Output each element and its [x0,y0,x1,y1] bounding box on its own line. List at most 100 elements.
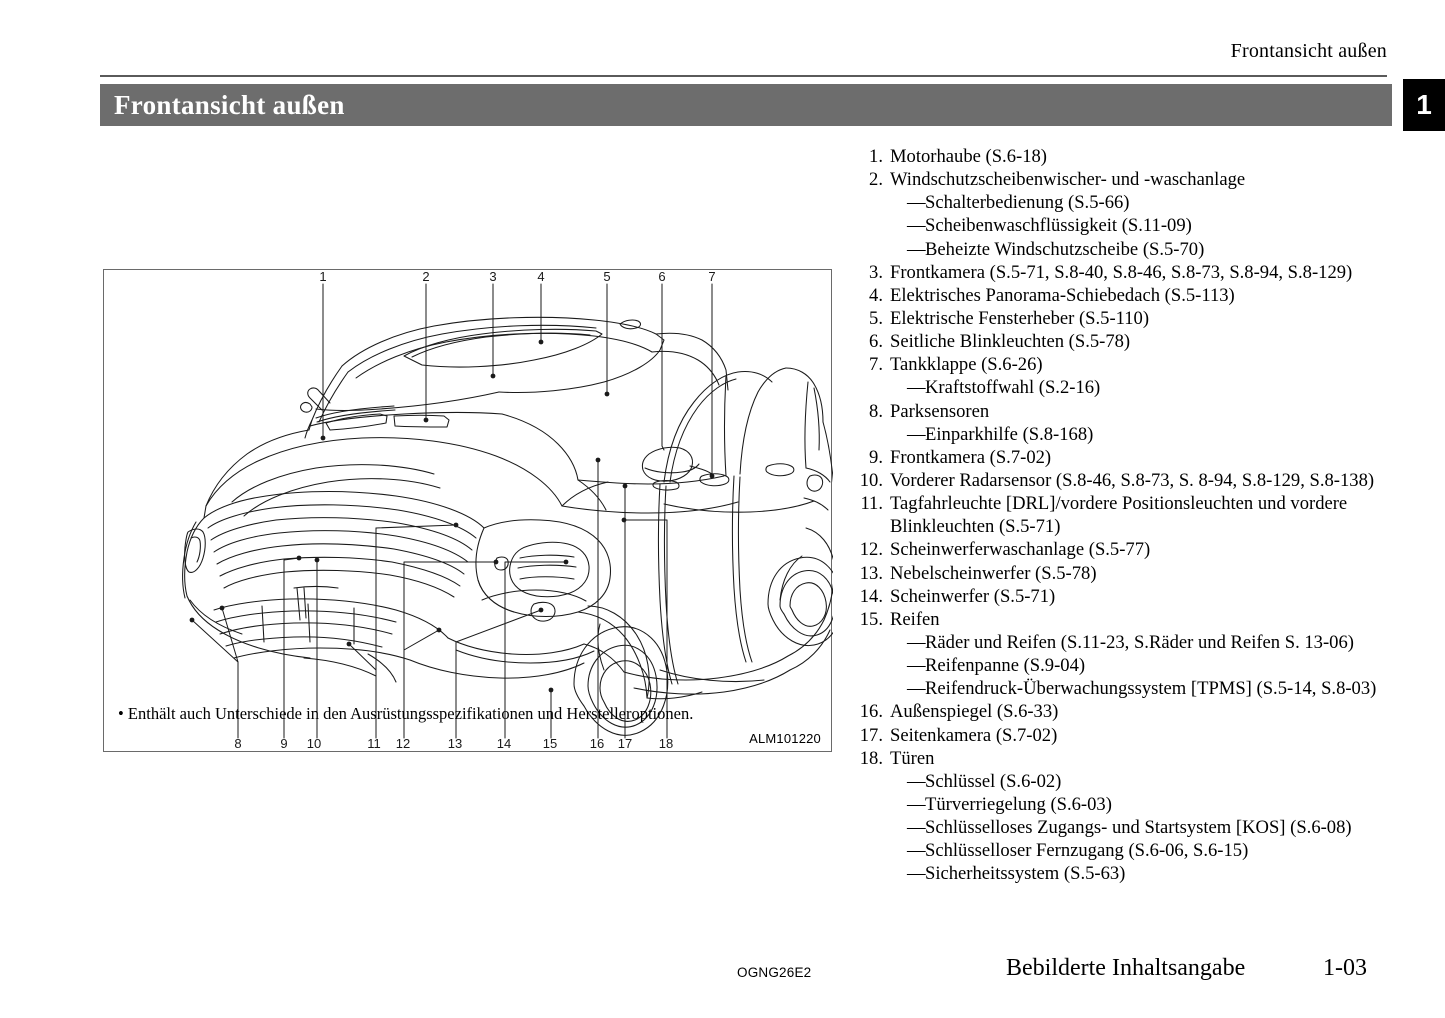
legend-item-label: Scheinwerfer (S.5-71) [890,585,1056,607]
legend-item-label: Parksensoren [890,400,990,422]
legend-item-label: Seitenkamera (S.7-02) [890,724,1058,746]
legend-item-number: 10. [859,469,883,491]
legend-item: 3. Frontkamera (S.5-71, S.8-40, S.8-46, S… [858,261,1418,284]
legend-item: 5. Elektrische Fensterheber (S.5-110) [858,307,1418,330]
legend-item-label: Tagfahrleuchte [DRL]/vordere Positionsle… [890,493,1348,538]
legend-item: 4.Elektrisches Panorama-Schiebedach (S.5… [858,284,1418,307]
em-dash-icon: — [907,215,926,237]
em-dash-icon: — [907,770,926,792]
em-dash-icon: — [907,655,926,677]
legend-sub-label: Reifendruck-Überwachungssystem [TPMS] (S… [925,678,1377,700]
legend-item-number: 17. [859,724,883,746]
legend-item-body: Außenspiegel (S.6-33) [890,700,1418,723]
em-dash-icon: — [907,863,926,885]
legend-sub-label: Kraftstoffwahl (S.2-16) [925,377,1101,399]
legend-item-body: Nebelscheinwerfer (S.5-78) [890,562,1418,585]
legend-item-body: Tankklappe (S.6-26)—Kraftstoffwahl (S.2-… [890,353,1418,399]
legend-item-body: Tagfahrleuchte [DRL]/vordere Positionsle… [890,492,1418,538]
legend-item: 11. Tagfahrleuchte [DRL]/vordere Position… [858,492,1418,538]
figure-callout-10: 10 [307,736,321,751]
legend-item-label: Tankklappe (S.6-26) [890,354,1043,376]
legend-item-number: 15. [859,608,883,630]
legend-item: 8.Parksensoren—Einparkhilfe (S.8-168) [858,400,1418,446]
figure-callout-12: 12 [396,736,410,751]
em-dash-icon: — [907,631,926,653]
legend-item-body: Reifen—Räder und Reifen (S.11-23, S.Räde… [890,608,1418,701]
legend-item-number: 9. [869,446,883,468]
page-title-banner: Frontansicht außen [100,84,1392,126]
legend-item-number: 13. [859,562,883,584]
legend-item-label: Scheinwerferwaschanlage (S.5-77) [890,539,1151,561]
legend-item-label: Elektrische Fensterheber (S.5-110) [890,307,1150,329]
legend-item-label: Frontkamera (S.5-71, S.8-40, S.8-46, S.8… [890,261,1353,283]
legend-item-body: Frontkamera (S.5-71, S.8-40, S.8-46, S.8… [890,261,1418,284]
legend-item: 10. Vorderer Radarsensor (S.8-46, S.8-73,… [858,469,1418,492]
legend-item: 15. Reifen—Räder und Reifen (S.11-23, S.R… [858,608,1418,701]
figure-callout-11: 11 [367,736,381,751]
legend-item-label: Außenspiegel (S.6-33) [890,701,1059,723]
legend-sub-item: —Schlüsselloses Zugangs- und Startsystem… [890,816,1418,839]
legend-item-label: Elektrisches Panorama-Schiebedach (S.5-1… [890,284,1235,306]
em-dash-icon: — [907,678,926,700]
footer-document-code: OGNG26E2 [737,965,812,980]
legend-item-number: 6. [869,331,883,353]
legend-item-label: Seitliche Blinkleuchten (S.5-78) [890,331,1131,353]
figure-callout-18: 18 [659,736,673,751]
legend-item-number: 1. [869,146,883,167]
legend-item-number: 16. [859,701,883,723]
header-rule [100,75,1387,77]
legend-item: 16. Außenspiegel (S.6-33) [858,700,1418,723]
legend-item-label: Motorhaube (S.6-18) [890,146,1047,167]
legend-item-body: Vorderer Radarsensor (S.8-46, S.8-73, S.… [890,469,1418,492]
parts-legend-list: 1.Motorhaube (S.6-18)2.Windschutzscheibe… [858,145,1418,886]
figure-callout-1: 1 [319,270,326,284]
legend-sub-label: Räder und Reifen (S.11-23, S.Räder und R… [925,631,1354,653]
legend-item-body: Türen—Schlüssel (S.6-02)—Türverriegelung… [890,747,1418,886]
legend-item: 1. Motorhaube (S.6-18) [858,145,1418,168]
legend-item: 17. Seitenkamera (S.7-02) [858,724,1418,747]
em-dash-icon: — [907,377,926,399]
figure-callout-7: 7 [708,270,715,284]
legend-sub-item: —Schalterbedienung (S.5-66) [890,191,1418,214]
figure-callout-16: 16 [590,736,604,751]
figure-caption: • Enthält auch Unterschiede in den Ausrü… [118,704,694,723]
legend-item-number: 14. [859,585,883,607]
em-dash-icon: — [907,817,926,839]
legend-item-body: Parksensoren—Einparkhilfe (S.8-168) [890,400,1418,446]
legend-sub-label: Sicherheitssystem (S.5-63) [925,863,1126,885]
legend-item-number: 7. [869,354,883,376]
legend-sub-item: —Türverriegelung (S.6-03) [890,793,1418,816]
em-dash-icon: — [907,192,926,214]
legend-item-body: Elektrische Fensterheber (S.5-110) [890,307,1418,330]
chapter-tab: 1 [1403,79,1445,131]
figure-callout-6: 6 [658,270,665,284]
legend-sub-item: —Räder und Reifen (S.11-23, S.Räder und … [890,631,1418,654]
legend-item-label: Frontkamera (S.7-02) [890,446,1052,468]
legend-item-label: Vorderer Radarsensor (S.8-46, S.8-73, S.… [890,469,1375,491]
legend-item: 12.Scheinwerferwaschanlage (S.5-77) [858,538,1418,561]
legend-item-number: 5. [869,307,883,329]
legend-sub-label: Schlüsselloses Zugangs- und Startsystem … [925,817,1352,839]
legend-item: 6. Seitliche Blinkleuchten (S.5-78) [858,330,1418,353]
legend-sub-item: —Einparkhilfe (S.8-168) [890,423,1418,446]
legend-sub-label: Scheibenwaschflüssigkeit (S.11-09) [925,215,1192,237]
legend-item-number: 18. [859,747,883,769]
footer-page-number: 1-03 [1323,955,1367,981]
legend-item: 7. Tankklappe (S.6-26)—Kraftstoffwahl (S.… [858,353,1418,399]
em-dash-icon: — [907,423,926,445]
legend-item-number: 11. [860,493,883,515]
figure-callout-8: 8 [234,736,241,751]
legend-item-label: Nebelscheinwerfer (S.5-78) [890,562,1097,584]
figure-code: ALM101220 [749,731,821,746]
legend-item-body: Motorhaube (S.6-18) [890,145,1418,168]
legend-item-number: 3. [869,261,883,283]
figure-callout-9: 9 [280,736,287,751]
legend-sub-label: Schlüssel (S.6-02) [925,770,1062,792]
legend-item-label: Windschutzscheibenwischer- und -waschanl… [890,169,1246,191]
legend-sub-item: —Sicherheitssystem (S.5-63) [890,862,1418,885]
legend-item-body: Elektrisches Panorama-Schiebedach (S.5-1… [890,284,1418,307]
legend-item: 14. Scheinwerfer (S.5-71) [858,585,1418,608]
